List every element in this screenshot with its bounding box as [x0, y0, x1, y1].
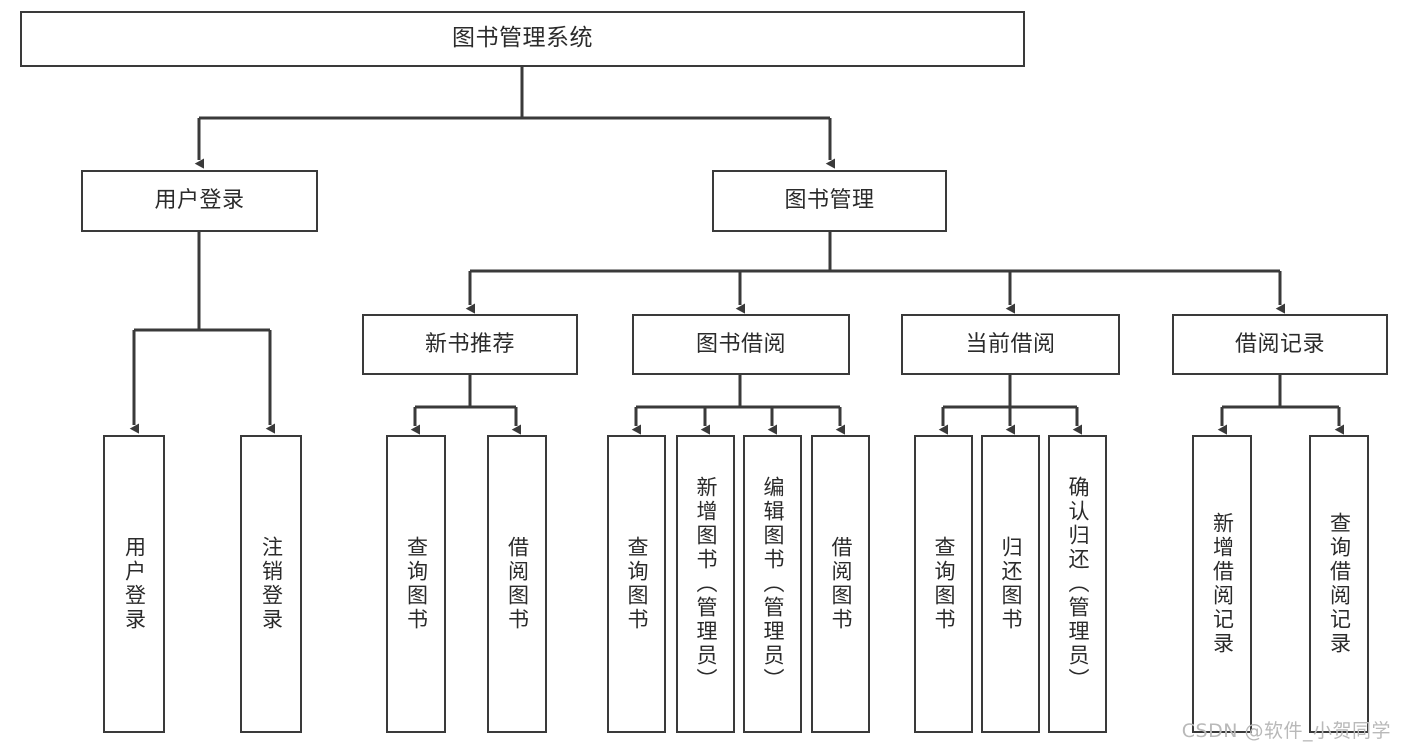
- node-label: 用户登录: [122, 536, 147, 632]
- node-root-system[interactable]: 图书管理系统: [20, 11, 1025, 67]
- node-label: 归还图书: [999, 536, 1023, 632]
- node-new-book-recommendation[interactable]: 新书推荐: [362, 314, 578, 375]
- leaf-record-query-borrow-record[interactable]: 查询借阅记录: [1309, 435, 1369, 733]
- leaf-recommend-borrow-book[interactable]: 借阅图书: [487, 435, 547, 733]
- node-borrowing-records[interactable]: 借阅记录: [1172, 314, 1388, 375]
- node-label: 新书推荐: [424, 331, 515, 357]
- node-label: 新增借阅记录: [1210, 512, 1235, 656]
- leaf-record-add-borrow-record[interactable]: 新增借阅记录: [1192, 435, 1252, 733]
- node-label: 查询图书: [404, 536, 429, 632]
- node-label: 借阅图书: [829, 536, 853, 632]
- leaf-recommend-query-book[interactable]: 查询图书: [386, 435, 446, 733]
- node-label: 查询图书: [932, 536, 956, 632]
- node-label: 查询图书: [625, 536, 649, 632]
- leaf-borrow-borrow-book[interactable]: 借阅图书: [811, 435, 870, 733]
- node-label: 图书借阅: [695, 331, 786, 357]
- node-label: 图书管理: [784, 188, 875, 214]
- leaf-borrow-edit-book-admin[interactable]: 编辑图书（管理员）: [743, 435, 802, 733]
- leaf-current-query-book[interactable]: 查询图书: [914, 435, 973, 733]
- node-label: 当前借阅: [965, 331, 1056, 357]
- node-label: 用户登录: [154, 188, 245, 214]
- node-label: 借阅记录: [1234, 331, 1325, 357]
- csdn-watermark: CSDN @软件_小贺同学: [1181, 720, 1391, 742]
- leaf-borrow-add-book-admin[interactable]: 新增图书（管理员）: [676, 435, 735, 733]
- node-book-management[interactable]: 图书管理: [712, 170, 947, 232]
- leaf-current-return-book[interactable]: 归还图书: [981, 435, 1040, 733]
- node-label: 确认归还（管理员）: [1066, 476, 1090, 692]
- node-label: 借阅图书: [505, 536, 530, 632]
- leaf-borrow-query-book[interactable]: 查询图书: [607, 435, 666, 733]
- node-label: 新增图书（管理员）: [694, 476, 718, 692]
- node-book-borrowing[interactable]: 图书借阅: [632, 314, 850, 375]
- leaf-user-login[interactable]: 用户登录: [103, 435, 165, 733]
- node-label: 查询借阅记录: [1327, 512, 1352, 656]
- leaf-user-logout[interactable]: 注销登录: [240, 435, 302, 733]
- node-label: 图书管理系统: [452, 25, 593, 52]
- node-user-login[interactable]: 用户登录: [81, 170, 318, 232]
- node-current-borrowing[interactable]: 当前借阅: [901, 314, 1120, 375]
- leaf-current-confirm-return-admin[interactable]: 确认归还（管理员）: [1048, 435, 1107, 733]
- node-label: 编辑图书（管理员）: [761, 476, 785, 692]
- node-label: 注销登录: [259, 536, 284, 632]
